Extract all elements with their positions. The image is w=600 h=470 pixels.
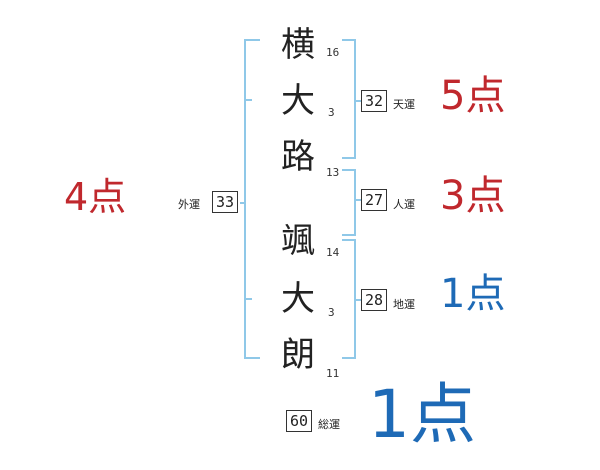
name-char-4: 颯 (281, 221, 315, 261)
stroke-count-6: 11 (326, 367, 340, 380)
chikaku-label: 地運 (393, 298, 415, 311)
gaikaku-value-box: 33 (212, 191, 238, 213)
stroke-count-2: 3 (328, 106, 335, 119)
soukaku-label: 総運 (318, 418, 340, 431)
tenkaku-value-box: 32 (361, 90, 387, 112)
soukaku-score: 1点 (368, 376, 476, 453)
tenkaku-score: 5点 (440, 73, 506, 119)
name-char-3: 路 (281, 137, 315, 177)
name-char-6: 朗 (281, 335, 315, 375)
name-char-5: 大 (281, 279, 315, 319)
gaikaku-label: 外運 (178, 198, 200, 211)
soukaku-value-box: 60 (286, 410, 312, 432)
stroke-count-4: 14 (326, 246, 340, 259)
name-char-1: 横 (281, 25, 315, 65)
jinkaku-bracket (342, 169, 361, 236)
outer-bracket (240, 39, 260, 359)
gaikaku-score: 4点 (64, 175, 127, 219)
chikaku-bracket (342, 239, 361, 359)
tenkaku-bracket (342, 39, 361, 159)
stroke-count-1: 16 (326, 46, 340, 59)
stroke-count-5: 3 (328, 306, 335, 319)
jinkaku-score: 3点 (440, 173, 506, 219)
tenkaku-label: 天運 (393, 98, 415, 111)
name-char-2: 大 (281, 81, 315, 121)
jinkaku-label: 人運 (393, 198, 415, 211)
chikaku-value-box: 28 (361, 289, 387, 311)
chikaku-score: 1点 (440, 271, 506, 317)
stroke-count-3: 13 (326, 166, 340, 179)
jinkaku-value-box: 27 (361, 189, 387, 211)
